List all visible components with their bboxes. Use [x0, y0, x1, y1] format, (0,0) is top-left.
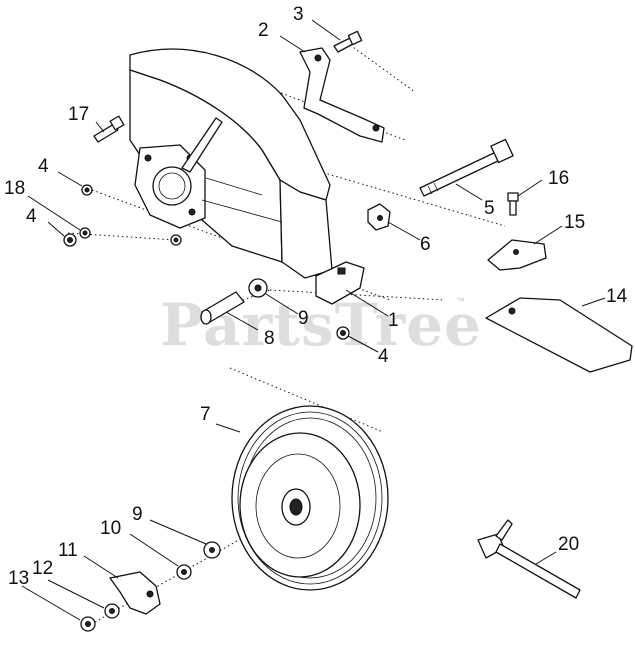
callout-1: 1 [388, 310, 399, 331]
callout-12: 12 [32, 558, 53, 579]
callout-5: 5 [484, 198, 495, 219]
callout-14: 14 [606, 286, 628, 307]
callout-3: 3 [293, 4, 304, 25]
callout-8: 8 [264, 328, 275, 349]
watermark-text: PartsTree [160, 291, 482, 359]
callout-9a: 9 [298, 308, 309, 329]
callout-16: 16 [548, 168, 569, 189]
callout-9b: 9 [132, 504, 143, 525]
callout-2: 2 [258, 20, 269, 41]
callout-17: 17 [68, 104, 89, 125]
bracket [299, 47, 385, 143]
screw-16 [507, 192, 519, 216]
wrench [477, 519, 581, 599]
bracket-15 [487, 239, 547, 271]
clip [367, 203, 391, 231]
callout-6: 6 [420, 234, 431, 255]
leader-lines [21, 19, 606, 621]
screw [333, 30, 363, 53]
watermark-trademark: ™ [456, 296, 465, 306]
callout-20: 20 [558, 534, 579, 555]
callout-4a: 4 [38, 156, 49, 177]
callout-15: 15 [564, 212, 585, 233]
callout-13: 13 [8, 568, 29, 589]
spacer-tube [200, 291, 245, 325]
watermark: PartsTree ™ [160, 291, 482, 359]
callout-10: 10 [100, 518, 121, 539]
callout-4c: 4 [378, 346, 389, 367]
screw-17 [93, 115, 125, 143]
callout-11: 11 [58, 540, 78, 561]
nuts [63, 184, 350, 340]
blade-guard-housing [129, 48, 365, 305]
callout-labels: 1 2 3 4 4 4 5 6 7 8 9 9 10 11 12 13 14 1… [4, 4, 628, 589]
bolt [419, 138, 514, 197]
callout-4b: 4 [26, 206, 37, 227]
callout-18: 18 [4, 178, 25, 199]
wheel [231, 405, 389, 591]
lower-hardware [80, 541, 221, 632]
callout-7: 7 [200, 404, 211, 425]
plate [485, 297, 633, 373]
washer-upper [248, 278, 268, 298]
